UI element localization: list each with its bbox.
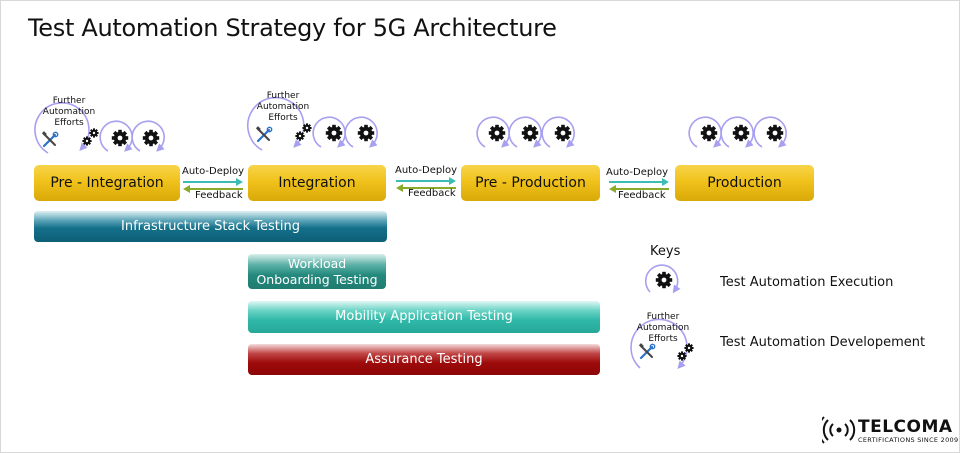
gear-icon	[82, 136, 92, 146]
gear-icon	[325, 124, 343, 142]
auto-deploy-arrow	[183, 178, 243, 186]
cycle-arrow-icon	[541, 116, 575, 148]
gear-icon	[700, 124, 718, 142]
effort-line-3: Efforts	[54, 118, 84, 128]
signal-icon	[822, 416, 856, 444]
cycle-group-pre-production	[476, 116, 575, 148]
cycle-arrow-icon	[246, 96, 305, 151]
band-infrastructure-stack-testing: Infrastructure Stack Testing	[34, 211, 387, 242]
cycle-arrow-icon	[34, 102, 90, 154]
gear-icon	[111, 129, 129, 147]
transition-arrows	[183, 177, 669, 193]
tools-icon	[637, 342, 656, 360]
effort-line-1: Further	[52, 96, 86, 106]
band-workload-onboarding-testing: Workload Onboarding Testing	[248, 254, 386, 289]
effort-line-2: Automation	[636, 323, 690, 333]
feedback-label: Feedback	[408, 188, 456, 199]
logo-name: TELCOMA	[858, 417, 953, 437]
effort-label-integration: Further Automation Efforts	[254, 91, 312, 124]
cycle-arrow-icon	[508, 116, 542, 148]
band-mobility-application-testing: Mobility Application Testing	[248, 301, 600, 333]
cycle-arrow-icon	[753, 116, 787, 148]
auto-deploy-arrow	[609, 178, 669, 186]
gear-icon	[677, 351, 687, 361]
keys-icons	[630, 264, 694, 370]
cycle-group-production	[688, 116, 787, 148]
gear-icon	[142, 129, 160, 147]
gear-icon	[732, 124, 750, 142]
gear-icon	[655, 271, 673, 289]
stage-pre-production: Pre - Production	[461, 165, 600, 201]
gear-icon	[554, 124, 572, 142]
auto-deploy-label: Auto-Deploy	[182, 166, 245, 177]
effort-line-3: Efforts	[268, 113, 298, 123]
gear-icon	[302, 123, 312, 133]
effort-line-2: Automation	[256, 102, 310, 112]
telcoma-logo: TELCOMA CERTIFICATIONS SINCE 2009	[822, 416, 959, 446]
logo-tagline: CERTIFICATIONS SINCE 2009	[858, 436, 959, 444]
stage-pre-integration: Pre - Integration	[34, 165, 180, 201]
effort-label-pre-integration: Further Automation Efforts	[40, 96, 98, 129]
feedback-arrow	[183, 185, 243, 193]
page-title: Test Automation Strategy for 5G Architec…	[28, 14, 557, 42]
cycle-arrow-icon	[720, 116, 754, 148]
gear-icon	[766, 124, 784, 142]
tools-icon	[254, 125, 273, 143]
gear-icon	[89, 128, 99, 138]
stage-production: Production	[675, 165, 814, 201]
effort-line-1: Further	[266, 91, 300, 101]
effort-line-3: Efforts	[648, 334, 678, 344]
gear-icon	[357, 124, 375, 142]
auto-deploy-label: Auto-Deploy	[395, 165, 458, 176]
gear-icon	[488, 124, 506, 142]
effort-line-2: Automation	[42, 107, 96, 117]
key-execution-label: Test Automation Execution	[720, 275, 894, 290]
workload-line-1: Workload	[287, 255, 347, 271]
tools-icon	[40, 130, 59, 148]
gear-icon	[521, 124, 539, 142]
feedback-label: Feedback	[195, 190, 243, 201]
band-assurance-testing: Assurance Testing	[248, 344, 600, 375]
effort-line-1: Further	[646, 312, 680, 322]
cycle-group-pre-integration	[34, 102, 165, 154]
cycle-arrow-icon	[344, 116, 378, 148]
feedback-label: Feedback	[618, 190, 666, 201]
workload-line-2: Onboarding Testing	[256, 271, 378, 287]
key-development-label: Test Automation Developement	[720, 335, 926, 350]
cycle-arrow-icon	[644, 264, 681, 294]
keys-title: Keys	[650, 244, 681, 259]
gear-icon	[295, 131, 305, 141]
stage-integration: Integration	[248, 165, 386, 201]
auto-deploy-label: Auto-Deploy	[606, 167, 669, 178]
cycle-arrow-icon	[131, 120, 165, 152]
feedback-arrow	[609, 185, 669, 193]
feedback-arrow	[396, 184, 456, 192]
cycle-group-integration	[246, 96, 378, 151]
auto-deploy-arrow	[396, 177, 456, 185]
effort-label-key: Further Automation Efforts	[632, 312, 694, 345]
